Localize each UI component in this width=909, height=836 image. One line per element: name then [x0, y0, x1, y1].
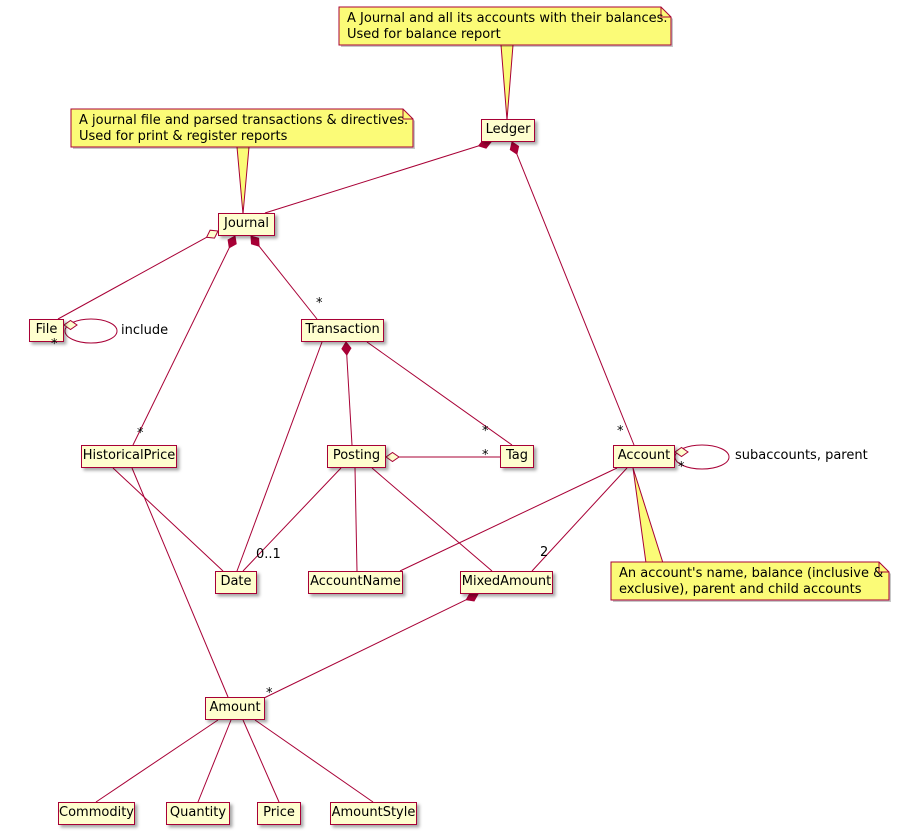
- multiplicity-file-self: *: [51, 337, 58, 352]
- class-amount-style: AmountStyle: [330, 802, 417, 825]
- class-posting: Posting: [327, 445, 386, 468]
- class-quantity: Quantity: [166, 802, 230, 825]
- class-account: Account: [613, 445, 675, 468]
- note-ledger-text: A Journal and all its accounts with thei…: [347, 11, 668, 43]
- multiplicity-tag-transaction: *: [482, 424, 489, 439]
- file-self-loop: [64, 318, 118, 344]
- note-account-shape: [610, 561, 891, 602]
- note-connector-journal: [236, 146, 250, 215]
- class-tag: Tag: [500, 445, 534, 468]
- label-include: include: [121, 323, 169, 338]
- note-connector-ledger: [500, 44, 514, 121]
- multiplicity-account: *: [617, 424, 624, 439]
- note-journal-text: A journal file and parsed transactions &…: [79, 113, 408, 145]
- multiplicity-tag-posting: *: [482, 448, 489, 463]
- class-file: File: [29, 319, 64, 342]
- multiplicity-transaction: *: [316, 296, 323, 311]
- note-account-text: An account's name, balance (inclusive & …: [619, 566, 883, 598]
- class-account-name: AccountName: [308, 571, 403, 594]
- multiplicity-mixed-amount: 2: [540, 545, 549, 560]
- class-ledger: Ledger: [481, 119, 535, 142]
- class-commodity: Commodity: [58, 802, 135, 825]
- multiplicity-amount: *: [266, 686, 273, 701]
- multiplicity-account-self: *: [678, 460, 685, 475]
- account-self-loop: [674, 444, 730, 470]
- multiplicity-date: 0..1: [256, 547, 281, 562]
- note-line: An account's name, balance (inclusive &: [619, 566, 884, 581]
- note-line: A Journal and all its accounts with thei…: [347, 11, 668, 26]
- class-mixed-amount: MixedAmount: [460, 571, 553, 594]
- class-amount: Amount: [205, 697, 265, 720]
- note-line: exclusive), parent and child accounts: [619, 582, 862, 597]
- note-line: A journal file and parsed transactions &…: [79, 113, 409, 128]
- relationship-edges: [57, 139, 689, 803]
- class-historical-price: HistoricalPrice: [81, 445, 177, 468]
- note-journal-shape: [70, 108, 415, 149]
- class-journal: Journal: [218, 213, 275, 236]
- note-line: Used for balance report: [347, 27, 501, 42]
- note-ledger-shape: [338, 6, 673, 47]
- label-subaccounts-parent: subaccounts, parent: [735, 448, 868, 463]
- class-transaction: Transaction: [301, 319, 384, 342]
- class-price: Price: [257, 802, 301, 825]
- note-line: Used for print & register reports: [79, 129, 288, 144]
- note-connector-account: [632, 467, 664, 564]
- multiplicity-historical-price: *: [137, 426, 144, 441]
- class-date: Date: [215, 571, 257, 594]
